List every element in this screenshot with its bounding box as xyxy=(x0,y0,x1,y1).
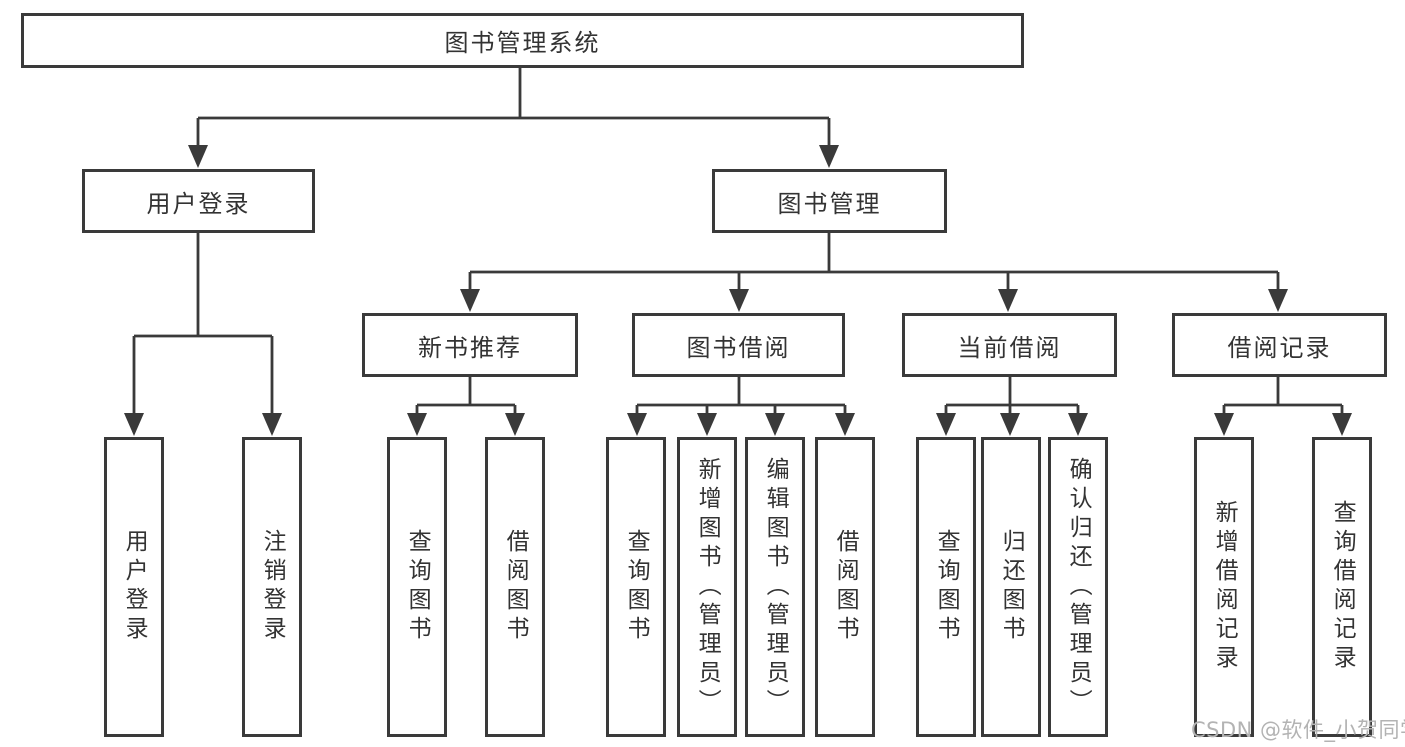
arrowhead-icon xyxy=(697,413,717,436)
connector-book-management-children xyxy=(460,233,1288,312)
node-book-management: 图书管理 xyxy=(712,169,947,233)
csdn-watermark: CSDN @软件_小贺同学 xyxy=(1191,718,1405,742)
arrowhead-icon xyxy=(188,145,208,168)
arrowhead-icon xyxy=(407,413,427,436)
leaf-user-login-label: 用户登录 xyxy=(121,529,148,645)
arrowhead-icon xyxy=(627,413,647,436)
arrowhead-icon xyxy=(1268,289,1288,312)
node-borrowing-records: 借阅记录 xyxy=(1172,313,1387,377)
leaf-bb-add-books-admin-label: 新增图书（管理员） xyxy=(694,456,721,718)
connector-current-borrowing-children xyxy=(936,377,1088,436)
leaf-bb-borrow-books-label: 借阅图书 xyxy=(832,529,859,645)
leaf-br-query-borrow-record-label: 查询借阅记录 xyxy=(1329,500,1356,674)
node-current-borrowing: 当前借阅 xyxy=(902,313,1117,377)
connector-borrowing-records-children xyxy=(1214,377,1352,436)
leaf-nb-query-books-label: 查询图书 xyxy=(404,529,431,645)
leaf-bb-edit-books-admin-label: 编辑图书（管理员） xyxy=(762,456,789,718)
leaf-cb-confirm-return-admin-label: 确认归还（管理员） xyxy=(1065,456,1092,718)
arrowhead-icon xyxy=(1214,413,1234,436)
node-new-book-recommend: 新书推荐 xyxy=(362,313,578,377)
node-book-borrowing: 图书借阅 xyxy=(632,313,845,377)
leaf-cb-query-books: 查询图书 xyxy=(916,437,976,737)
leaf-nb-borrow-books: 借阅图书 xyxy=(485,437,545,737)
node-user-login: 用户登录 xyxy=(82,169,315,233)
node-library-management-system: 图书管理系统 xyxy=(21,13,1024,68)
leaf-bb-add-books-admin: 新增图书（管理员） xyxy=(677,437,737,737)
arrowhead-icon xyxy=(460,289,480,312)
arrowhead-icon xyxy=(1332,413,1352,436)
arrowhead-icon xyxy=(729,289,749,312)
leaf-cb-return-books-label: 归还图书 xyxy=(998,529,1025,645)
leaf-nb-query-books: 查询图书 xyxy=(387,437,447,737)
leaf-bb-query-books: 查询图书 xyxy=(606,437,666,737)
leaf-logout-label: 注销登录 xyxy=(259,529,286,645)
leaf-br-add-borrow-record: 新增借阅记录 xyxy=(1194,437,1254,737)
leaf-br-query-borrow-record: 查询借阅记录 xyxy=(1312,437,1372,737)
arrowhead-icon xyxy=(1000,413,1020,436)
leaf-user-login: 用户登录 xyxy=(104,437,164,737)
leaf-cb-confirm-return-admin: 确认归还（管理员） xyxy=(1048,437,1108,737)
connector-user-login-children xyxy=(124,233,282,436)
leaf-bb-borrow-books: 借阅图书 xyxy=(815,437,875,737)
leaf-br-add-borrow-record-label: 新增借阅记录 xyxy=(1211,500,1238,674)
connector-root-to-level2 xyxy=(188,68,839,168)
arrowhead-icon xyxy=(262,413,282,436)
leaf-nb-borrow-books-label: 借阅图书 xyxy=(502,529,529,645)
leaf-bb-query-books-label: 查询图书 xyxy=(623,529,650,645)
connector-book-borrowing-children xyxy=(627,377,855,436)
leaf-bb-edit-books-admin: 编辑图书（管理员） xyxy=(745,437,805,737)
arrowhead-icon xyxy=(505,413,525,436)
leaf-cb-return-books: 归还图书 xyxy=(981,437,1041,737)
arrowhead-icon xyxy=(1068,413,1088,436)
arrowhead-icon xyxy=(835,413,855,436)
arrowhead-icon xyxy=(819,145,839,168)
arrowhead-icon xyxy=(998,289,1018,312)
arrowhead-icon xyxy=(765,413,785,436)
connector-new-book-children xyxy=(407,377,525,436)
arrowhead-icon xyxy=(936,413,956,436)
arrowhead-icon xyxy=(124,413,144,436)
leaf-logout: 注销登录 xyxy=(242,437,302,737)
leaf-cb-query-books-label: 查询图书 xyxy=(933,529,960,645)
